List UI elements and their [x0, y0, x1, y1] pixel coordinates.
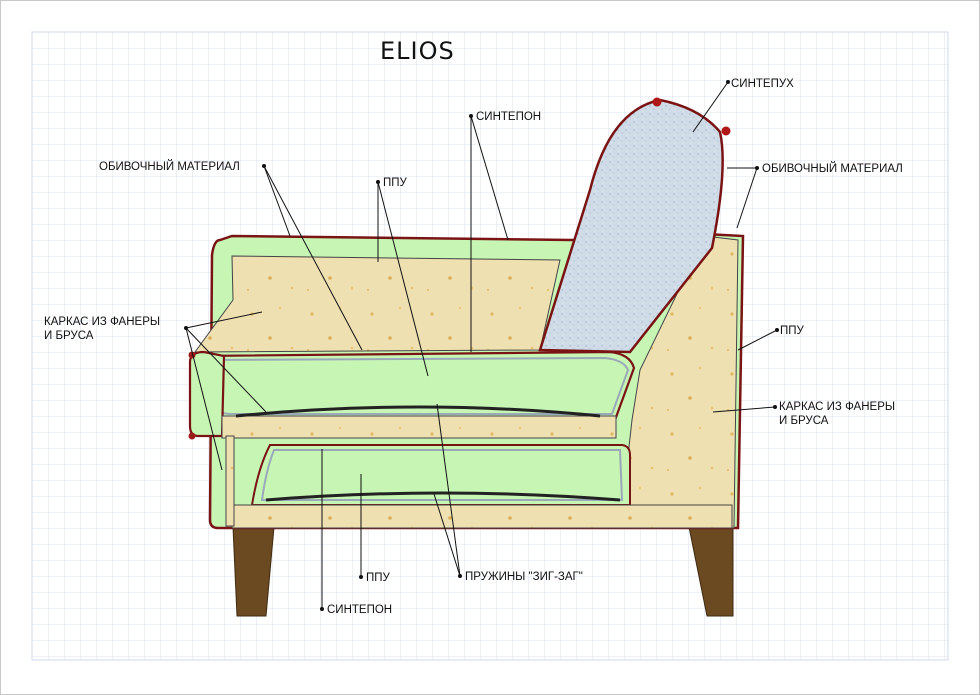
front-frame-post: [225, 435, 235, 527]
label-zigzag-springs: ПРУЖИНЫ "ЗИГ-ЗАГ": [465, 571, 583, 583]
label-ppu-right: ППУ: [780, 325, 805, 337]
leader-dots: [184, 80, 779, 611]
label-ppu-bottom: ППУ: [366, 572, 391, 584]
bottom-frame-plank: [231, 504, 733, 529]
upholstery-seam-dot: [188, 432, 196, 440]
label-upholstery-left: ОБИВОЧНЫЙ МАТЕРИАЛ: [99, 160, 240, 173]
diagram-title: ELIOS: [380, 37, 455, 65]
armrest-frame-plywood: [194, 255, 561, 353]
lower-cushion-fiber-wrap: [260, 449, 624, 501]
back-cushion-seam-dot: [652, 97, 662, 107]
label-sintepon-bottom: СИНТЕПОН: [327, 604, 392, 616]
seat-cushion: [194, 350, 636, 422]
label-sintepukh: СИНТЕПУХ: [731, 78, 794, 90]
label-upholstery-right: ОБИВОЧНЫЙ МАТЕРИАЛ: [762, 162, 903, 175]
label-sintepon-top: СИНТЕПОН: [476, 111, 541, 123]
seat-zigzag-spring: [235, 405, 601, 418]
leader-lines: [185, 81, 778, 609]
lower-zigzag-spring: [265, 491, 621, 502]
label-frame-right-line2: И БРУСА: [779, 415, 829, 427]
label-frame-right-line1: КАРКАС ИЗ ФАНЕРЫ: [779, 401, 895, 413]
label-ppu-top: ППУ: [383, 177, 408, 189]
seat-base-plank: [221, 415, 617, 439]
back-cushion: [538, 98, 724, 354]
label-frame-left-line2: И БРУСА: [44, 330, 94, 342]
label-frame-left-line1: КАРКАС ИЗ ФАНЕРЫ: [44, 316, 160, 328]
lower-cushion: [250, 444, 631, 506]
back-cushion-seam-dot: [721, 126, 731, 136]
